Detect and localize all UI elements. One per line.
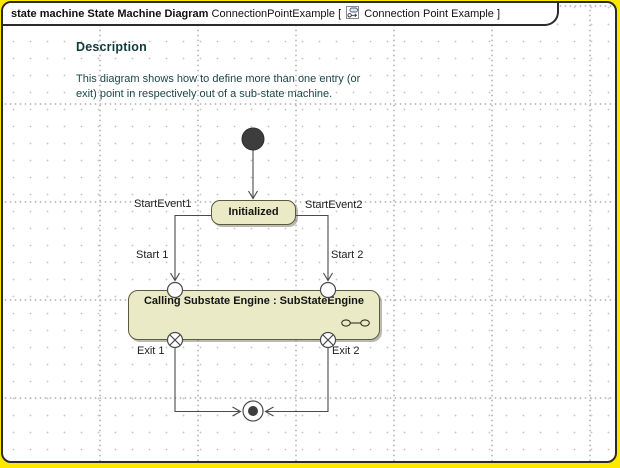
state-initialized[interactable]: Initialized [211,200,296,225]
state-calling-substate-engine-title: Calling Substate Engine : SubStateEngine [143,295,365,307]
transition-label-startevent1[interactable]: StartEvent1 [134,198,192,210]
diagram-context-label: Connection Point Example ] [361,8,501,20]
state-machine-diagram-icon [346,6,360,19]
description-body: This diagram shows how to define more th… [76,72,360,101]
submachine-icon [341,319,370,327]
transition-label-startevent2[interactable]: StartEvent2 [305,199,363,211]
diagram-title-tab: state machine State Machine Diagram Conn… [3,3,559,26]
description-line-2: exit) point in respectively out of a sub… [76,87,333,100]
diagram-kind-label: state machine State Machine Diagram [11,8,209,20]
entry-point-label-start2[interactable]: Start 2 [331,249,364,261]
exit-point-label-exit2[interactable]: Exit 2 [332,345,360,357]
description-line-1: This diagram shows how to define more th… [76,73,361,85]
description-heading: Description [76,40,147,54]
state-calling-substate-engine[interactable]: Calling Substate Engine : SubStateEngine [128,290,380,340]
exit-point-label-exit1[interactable]: Exit 1 [137,345,165,357]
entry-point-label-start1[interactable]: Start 1 [136,249,169,261]
diagram-name-label: ConnectionPointExample [ [208,8,345,20]
